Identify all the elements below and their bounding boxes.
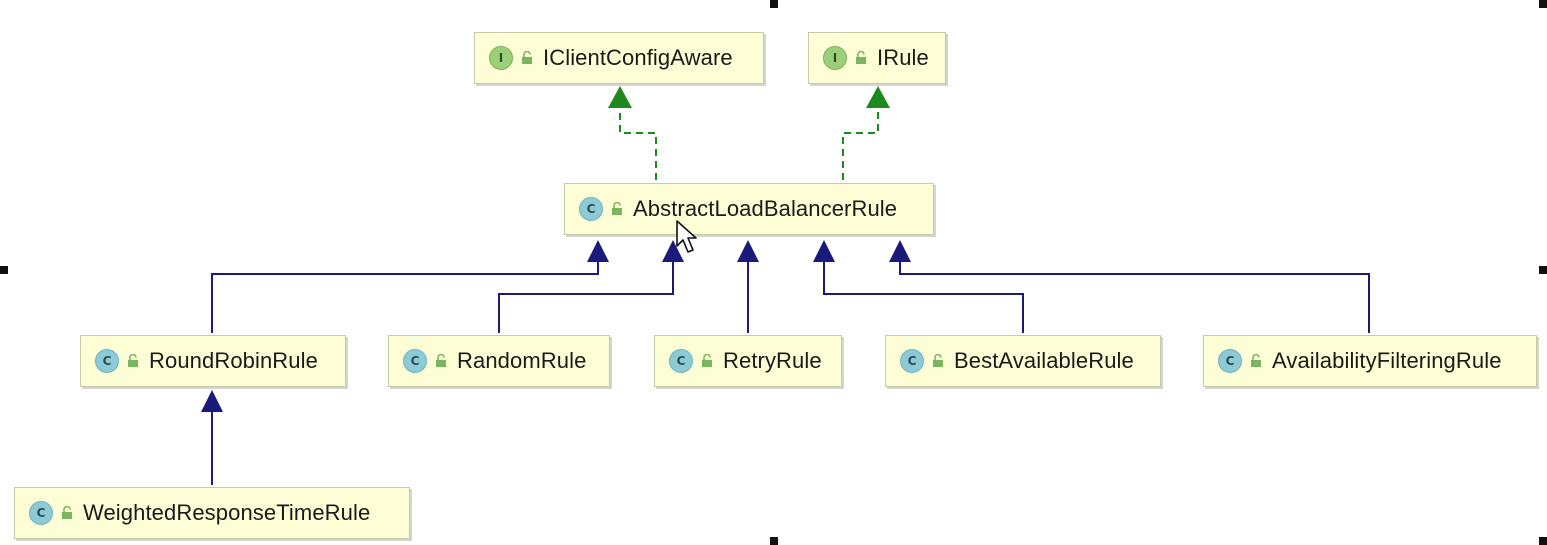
node-label: AbstractLoadBalancerRule <box>633 196 898 221</box>
resize-handle-bottom-middle[interactable] <box>770 537 778 545</box>
resize-handle-top-middle[interactable] <box>770 0 778 8</box>
resize-handle-middle-left[interactable] <box>0 266 8 274</box>
node-label: AvailabilityFilteringRule <box>1272 348 1502 373</box>
node-abstractloadbalancerrule[interactable]: C AbstractLoadBalancerRule <box>564 183 934 235</box>
node-label: WeightedResponseTimeRule <box>83 500 371 525</box>
node-label: IClientConfigAware <box>543 45 733 70</box>
resize-handle-top-right[interactable] <box>1539 0 1547 8</box>
resize-handle-middle-right[interactable] <box>1539 266 1547 274</box>
lock-icon <box>522 51 532 64</box>
node-label: IRule <box>877 45 929 70</box>
mouse-cursor-icon <box>676 220 697 253</box>
node-iclientconfigaware[interactable]: I IClientConfigAware <box>474 32 764 84</box>
extends-edge-availabilityfilteringrule <box>889 240 1370 333</box>
implements-edge-irule <box>842 86 890 180</box>
extends-edge-retryrule <box>737 240 759 333</box>
extends-edge-roundrobinrule <box>211 240 609 333</box>
node-randomrule[interactable]: C RandomRule <box>388 335 610 387</box>
lock-icon <box>856 51 866 64</box>
lock-icon <box>702 354 712 367</box>
interface-icon: I <box>823 46 847 70</box>
extends-edge-weightedresponsetimerule <box>201 390 223 485</box>
interface-icon: I <box>489 46 513 70</box>
node-label: RetryRule <box>723 348 822 373</box>
node-availabilityfilteringrule[interactable]: C AvailabilityFilteringRule <box>1203 335 1537 387</box>
lock-icon <box>128 354 138 367</box>
class-icon: C <box>29 501 53 525</box>
implements-edge-iclientconfigaware <box>608 86 657 180</box>
node-label: RandomRule <box>457 348 587 373</box>
node-weightedresponsetimerule[interactable]: C WeightedResponseTimeRule <box>14 487 410 539</box>
extends-edge-randomrule <box>498 240 684 333</box>
node-retryrule[interactable]: C RetryRule <box>654 335 842 387</box>
node-roundrobinrule[interactable]: C RoundRobinRule <box>80 335 346 387</box>
extends-edge-bestavailablerule <box>813 240 1024 333</box>
class-icon: C <box>1218 349 1242 373</box>
node-bestavailablerule[interactable]: C BestAvailableRule <box>885 335 1161 387</box>
node-irule[interactable]: I IRule <box>808 32 946 84</box>
class-icon: C <box>900 349 924 373</box>
class-icon: C <box>403 349 427 373</box>
lock-icon <box>933 354 943 367</box>
node-label: RoundRobinRule <box>149 348 318 373</box>
class-icon: C <box>579 197 603 221</box>
node-label: BestAvailableRule <box>954 348 1134 373</box>
lock-icon <box>1251 354 1261 367</box>
lock-icon <box>436 354 446 367</box>
lock-icon <box>612 202 622 215</box>
class-icon: C <box>95 349 119 373</box>
lock-icon <box>62 506 72 519</box>
class-icon: C <box>669 349 693 373</box>
resize-handle-bottom-right[interactable] <box>1539 537 1547 545</box>
